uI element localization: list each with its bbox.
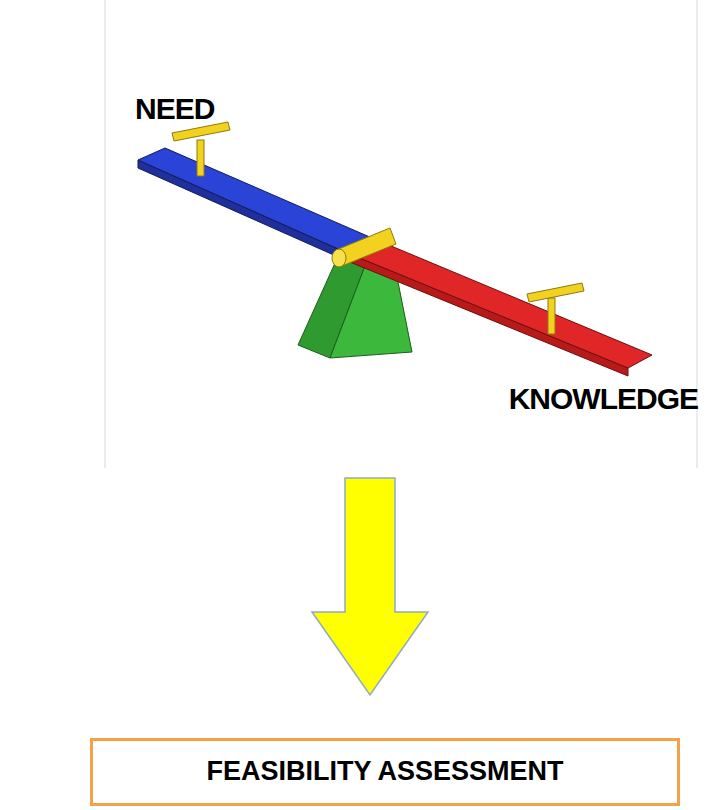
seesaw-label: KNOWLEDGE — [509, 382, 698, 415]
seesaw-label: NEED — [135, 92, 214, 125]
result-box: FEASIBILITY ASSESSMENT — [90, 738, 680, 806]
box-text: FEASIBILITY ASSESSMENT — [206, 756, 563, 787]
